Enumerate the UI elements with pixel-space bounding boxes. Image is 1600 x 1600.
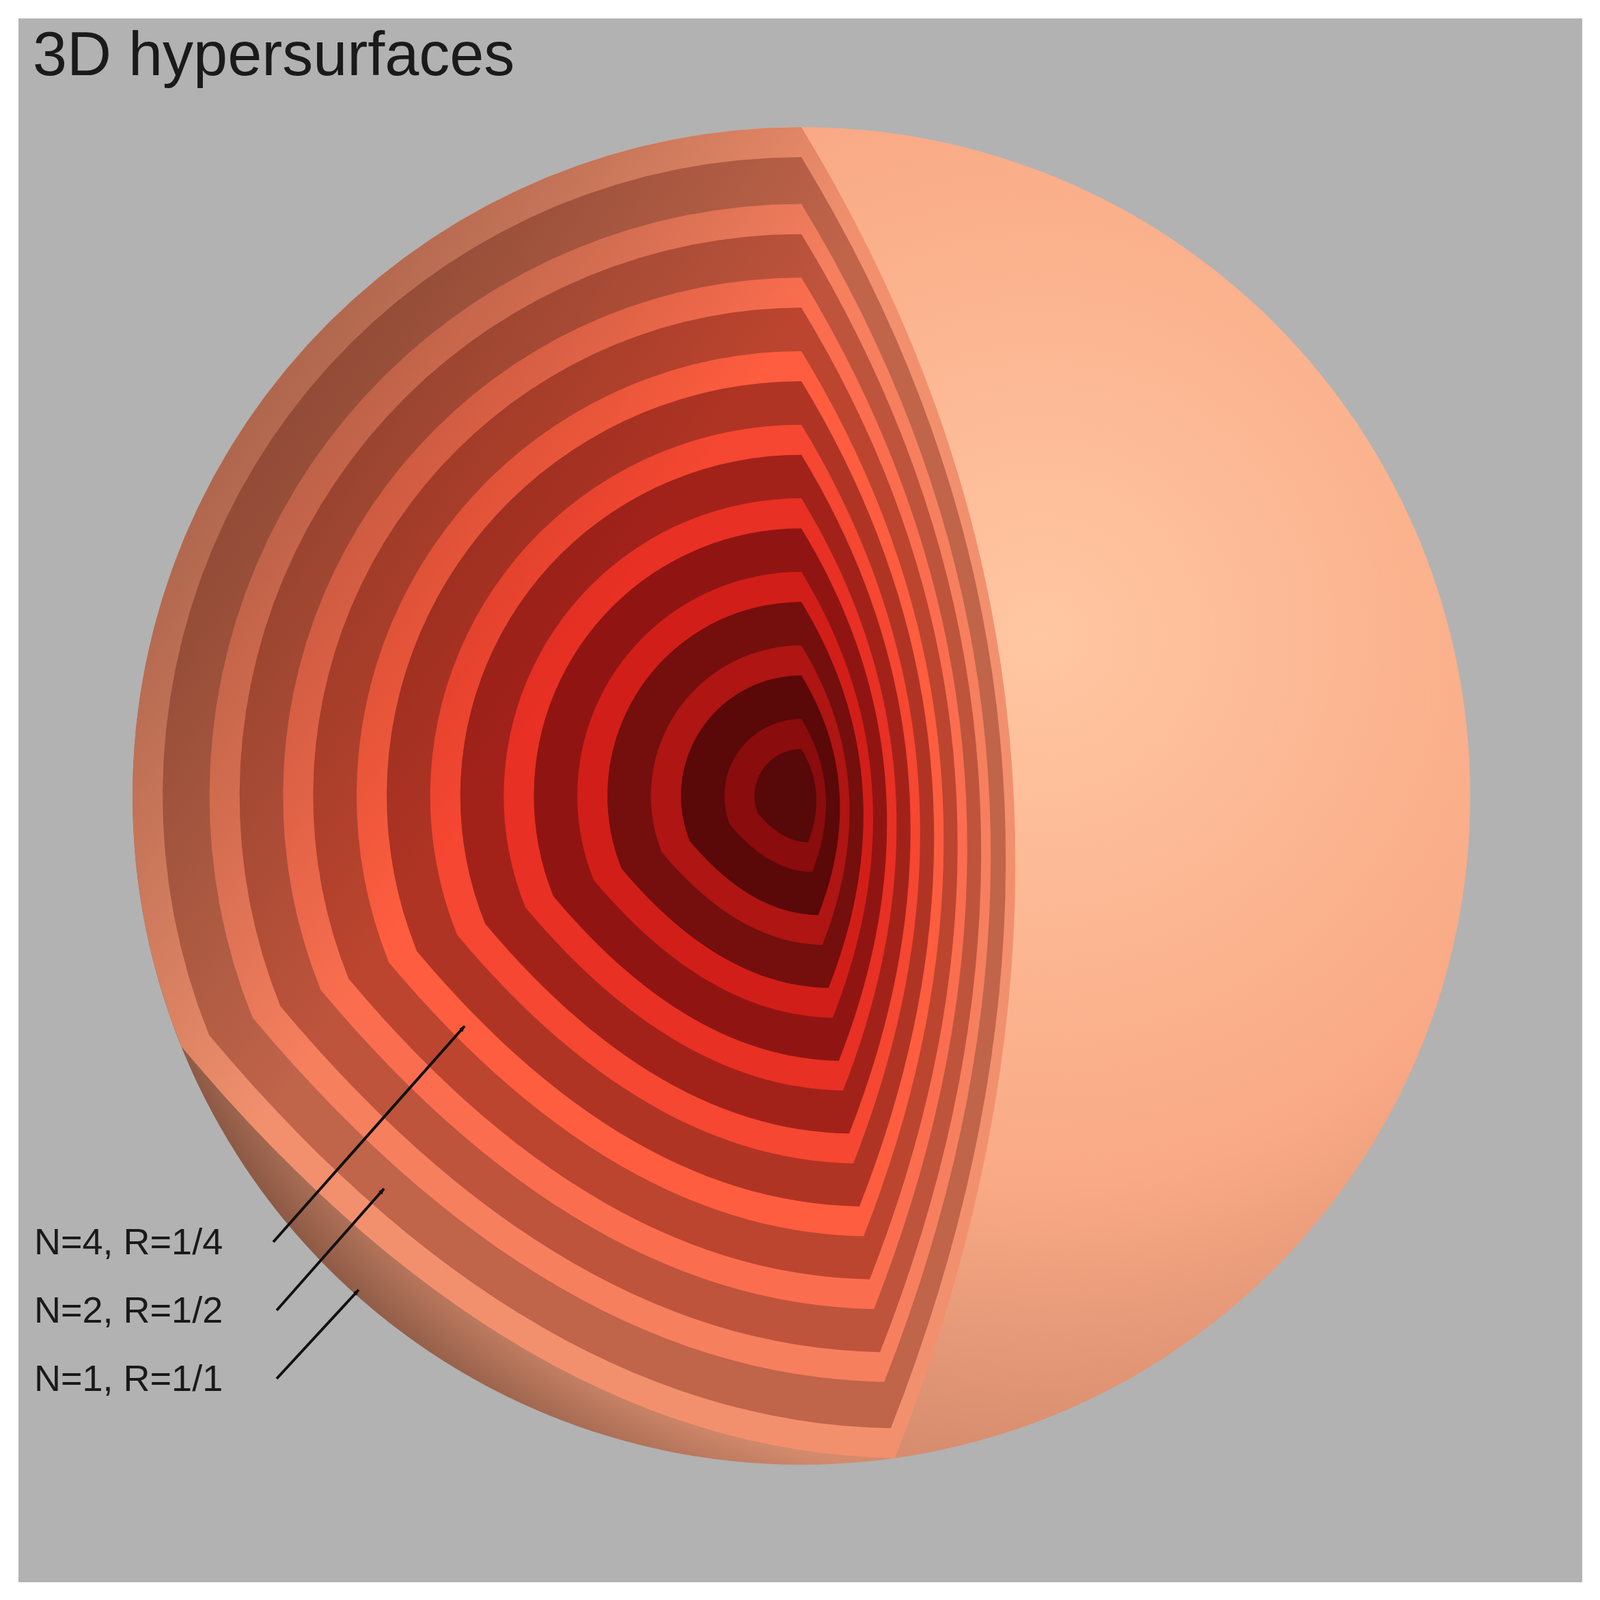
leader-lines — [273, 1026, 465, 1379]
cut-shading — [132, 127, 1016, 1458]
sphere-group — [132, 127, 1471, 1465]
outer-sphere — [132, 127, 1471, 1465]
shell-cut-face — [132, 127, 1016, 1458]
leader-line — [273, 1026, 465, 1243]
figure-title: 3D hypersurfaces — [32, 23, 515, 85]
surface-label: N=4, R=1/4 — [34, 1222, 223, 1260]
surface-label: N=1, R=1/1 — [34, 1359, 223, 1397]
leader-line — [276, 1289, 359, 1379]
leader-line — [276, 1188, 384, 1311]
surface-label: N=2, R=1/2 — [34, 1291, 223, 1329]
